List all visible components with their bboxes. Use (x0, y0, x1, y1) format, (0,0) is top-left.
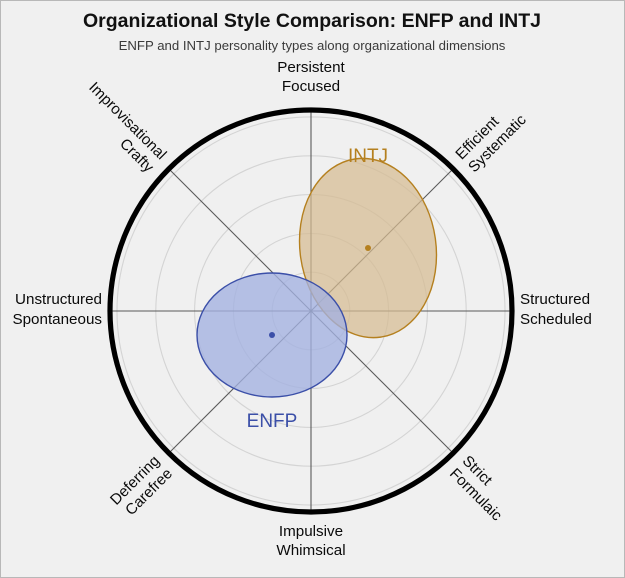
axis-label-line1: Persistent (277, 59, 345, 76)
axis-label-line1: Unstructured (15, 291, 102, 308)
series-ellipses (196, 149, 448, 398)
chart-subtitle: ENFP and INTJ personality types along or… (119, 38, 506, 53)
outer-boundary-circle (107, 107, 515, 515)
series-ellipse-enfp[interactable] (196, 272, 348, 398)
centroid-dot (365, 245, 371, 251)
series-label-enfp[interactable]: ENFP (247, 411, 298, 432)
series-labels: INTJ ENFP (247, 146, 388, 432)
axis-label-line2: Scheduled (520, 311, 592, 328)
axis-label-line1: Impulsive (279, 523, 343, 540)
series-label-intj[interactable]: INTJ (348, 146, 388, 167)
chart-title: Organizational Style Comparison: ENFP an… (83, 10, 541, 32)
axis-label-line2: Whimsical (276, 542, 345, 559)
axis-label-line2: Focused (282, 78, 340, 95)
series-ellipse-intj[interactable] (288, 149, 448, 346)
axis-label-line1: Structured (520, 291, 590, 308)
axis-label-line2: Spontaneous (12, 311, 102, 328)
axis-labels: PersistentFocusedEfficientSystematicStru… (12, 59, 591, 559)
centroid-dot (269, 332, 275, 338)
